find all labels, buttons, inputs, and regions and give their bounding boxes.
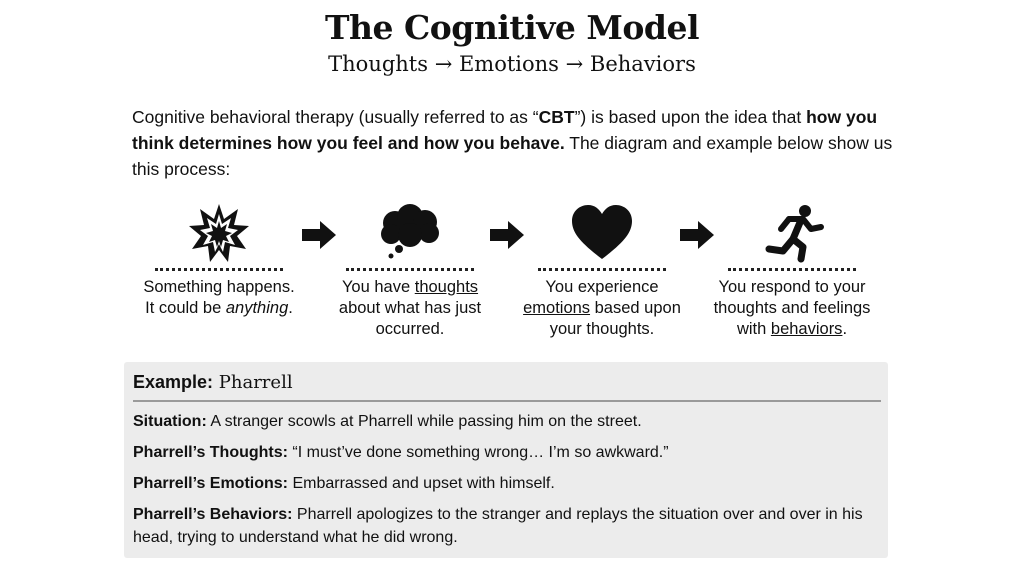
intro-text-3: The diagram and example below show us th…: [132, 133, 893, 179]
intro-paragraph: Cognitive behavioral therapy (usually re…: [132, 104, 902, 182]
step-thoughts: You have thoughts about what has just oc…: [315, 200, 505, 340]
emotions-text: Embarrassed and upset with himself.: [288, 475, 555, 492]
step-event: Something happens. It could be anything.: [124, 200, 314, 319]
situation-text: A stranger scowls at Pharrell while pass…: [206, 413, 642, 430]
caption-line: emotions based upon: [507, 298, 697, 319]
caption-line: your thoughts.: [549, 320, 655, 338]
example-heading: Example: Pharrell: [133, 372, 293, 393]
caption-line: You have thoughts: [315, 277, 505, 298]
caption-underline: behaviors: [770, 320, 843, 338]
behaviors-text: Pharrell apologizes to the stranger and …: [133, 506, 863, 546]
running-person-icon: [697, 200, 887, 266]
dotted-divider: [155, 268, 283, 271]
behaviors-label: Pharrell’s Behaviors:: [133, 506, 293, 523]
caption-underline: emotions: [523, 299, 591, 317]
example-situation: Situation: A stranger scowls at Pharrell…: [133, 410, 881, 433]
example-emotions: Pharrell’s Emotions: Embarrassed and ups…: [133, 472, 881, 495]
step-behaviors: You respond to your thoughts and feeling…: [697, 200, 887, 340]
example-thoughts: Pharrell’s Thoughts: “I must’ve done som…: [133, 441, 881, 464]
starburst-icon: [124, 200, 314, 266]
dotted-divider: [346, 268, 474, 271]
step-thoughts-caption: You have thoughts about what has just oc…: [315, 277, 505, 340]
caption-text: .: [842, 320, 848, 338]
step-behaviors-caption: You respond to your thoughts and feeling…: [697, 277, 887, 340]
arrow-right-icon: [490, 221, 524, 249]
caption-line: You experience: [545, 278, 659, 296]
step-emotions-caption: You experience emotions based upon your …: [507, 277, 697, 340]
intro-cbt: CBT: [538, 107, 575, 127]
intro-text-1: Cognitive behavioral therapy (usually re…: [132, 107, 539, 127]
example-behaviors: Pharrell’s Behaviors: Pharrell apologize…: [133, 503, 881, 549]
emotions-label: Pharrell’s Emotions:: [133, 475, 288, 492]
example-divider: [133, 400, 881, 402]
intro-text-2: ”) is based upon the idea that: [574, 107, 807, 127]
dotted-divider: [728, 268, 856, 271]
caption-line: Something happens.: [143, 278, 295, 296]
dotted-divider: [538, 268, 666, 271]
example-name: Pharrell: [213, 372, 293, 393]
caption-line: You respond to your: [718, 278, 866, 296]
caption-underline: thoughts: [414, 278, 479, 296]
caption-italic: anything: [225, 299, 289, 317]
arrow-right-icon: [680, 221, 714, 249]
thoughts-text: “I must’ve done something wrong… I’m so …: [287, 444, 669, 461]
page-subtitle: Thoughts → Emotions → Behaviors: [328, 52, 696, 76]
cognitive-model-diagram: Something happens. It could be anything.: [120, 200, 900, 350]
caption-line: It could be anything.: [124, 298, 314, 319]
caption-text: It could be: [145, 299, 226, 317]
step-emotions: You experience emotions based upon your …: [507, 200, 697, 340]
caption-text: based upon: [590, 299, 681, 317]
page-title: The Cognitive Model: [325, 8, 700, 47]
caption-text: with: [736, 320, 771, 338]
intro-bold-statement: how you think determines how you feel an…: [132, 107, 878, 153]
arrow-right-icon: [302, 221, 336, 249]
step-event-caption: Something happens. It could be anything.: [124, 277, 314, 319]
example-label: Example:: [133, 372, 214, 392]
caption-line: occurred.: [375, 320, 445, 338]
caption-text: .: [288, 299, 293, 317]
caption-line: thoughts and feelings: [713, 299, 871, 317]
example-box: Example: Pharrell Situation: A stranger …: [124, 362, 888, 558]
thoughts-label: Pharrell’s Thoughts:: [133, 444, 288, 461]
thought-bubble-icon: [315, 200, 505, 266]
caption-line: about what has just: [338, 299, 482, 317]
caption-line: with behaviors.: [697, 319, 887, 340]
heart-icon: [507, 200, 697, 266]
situation-label: Situation:: [133, 413, 207, 430]
caption-text: You have: [341, 278, 415, 296]
